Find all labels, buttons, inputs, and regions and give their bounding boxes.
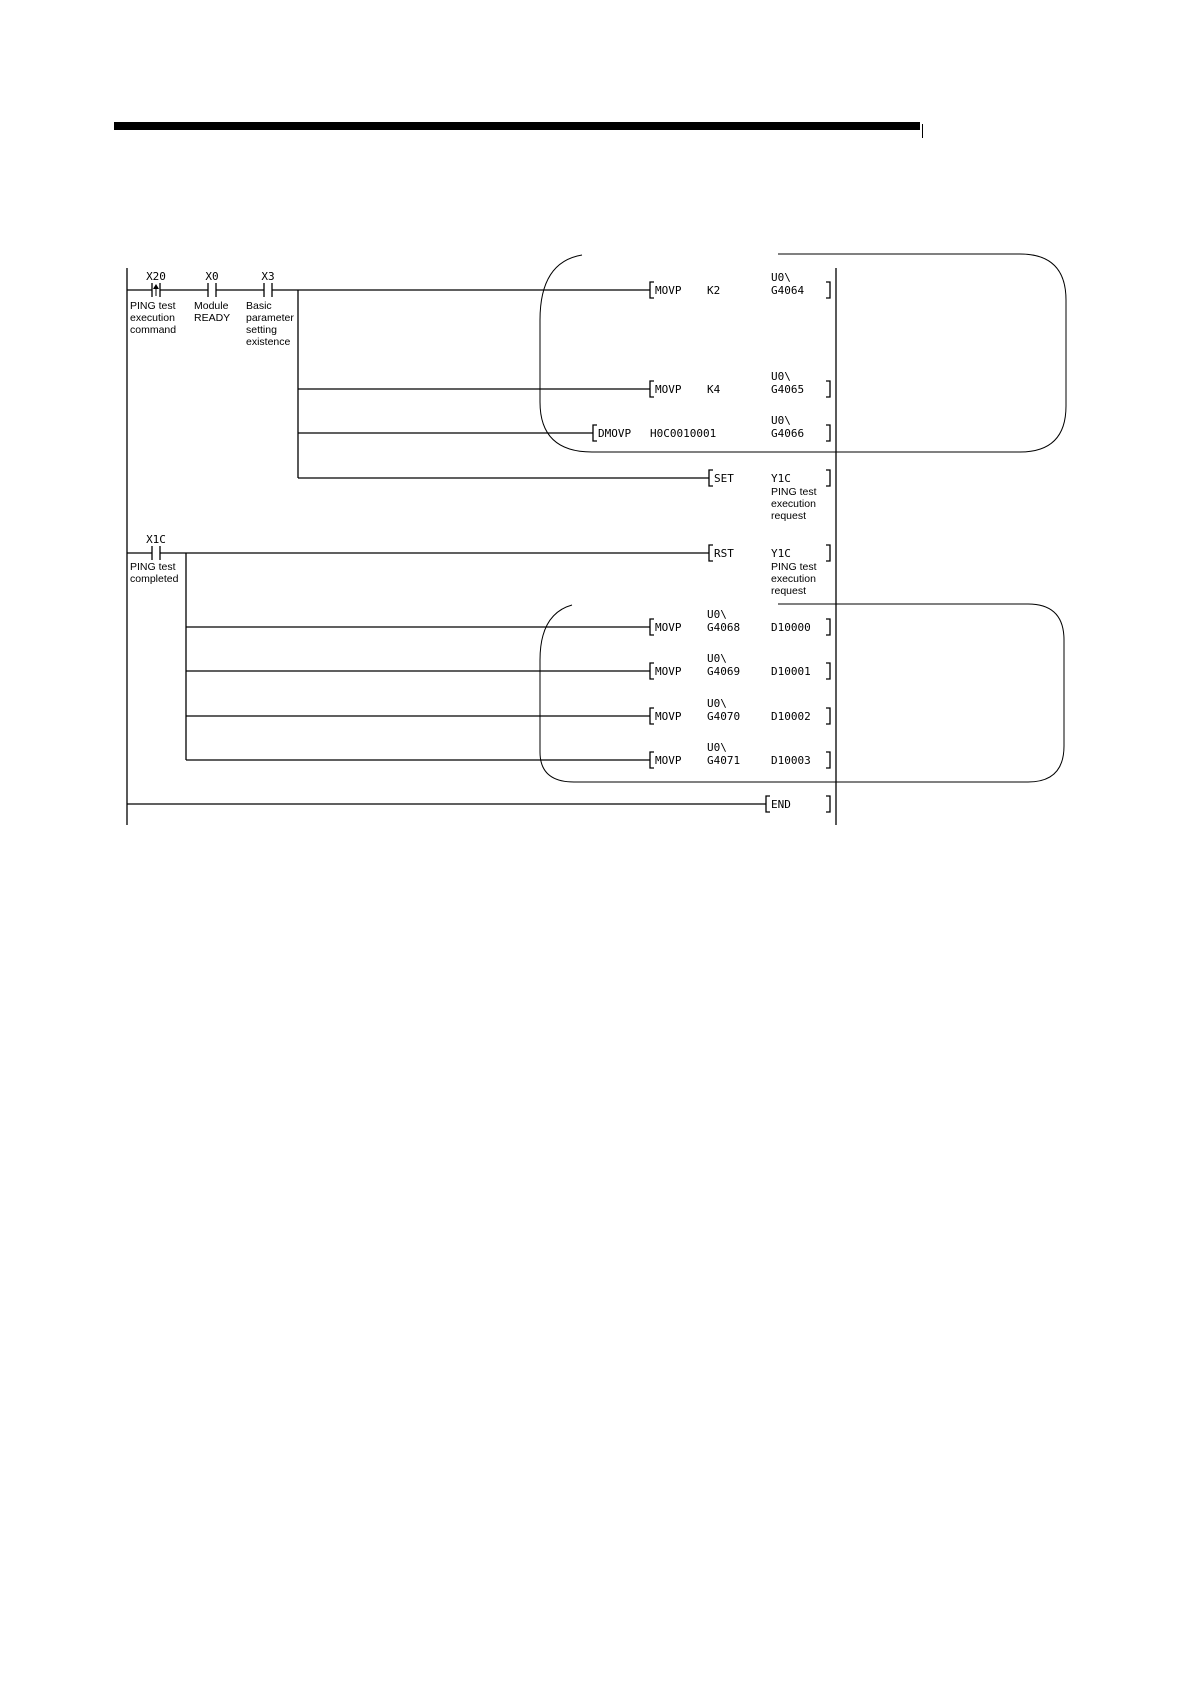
instr-6-src-1: U0\ [707,652,727,665]
instr-7-dst: D10002 [771,710,811,723]
instr-0-dst-1: U0\ [771,271,791,284]
instr-1-dst-1: U0\ [771,370,791,383]
instr-6-dst: D10001 [771,665,811,678]
instr-7-op: MOVP [655,710,682,723]
contact-x3: X3 Basic parameter setting existence [216,270,298,348]
instr-7-src-2: G4070 [707,710,740,723]
instruction-movp-k4: MOVP K4 U0\ G4065 [649,370,831,398]
instruction-set-y1c: SET Y1C PING test execution request [708,469,831,522]
contact-x1c-comment-1: PING test [130,561,176,573]
instr-3-dst: Y1C [771,472,791,485]
instr-6-op: MOVP [655,665,682,678]
instr-5-op: MOVP [655,621,682,634]
instr-6-src-2: G4069 [707,665,740,678]
contact-x1c-comment-2: completed [130,573,179,585]
instruction-dmovp: DMOVP H0C0010001 U0\ G4066 [592,414,831,442]
contact-x3-comment-1: Basic [246,300,272,312]
instr-3-op: SET [714,472,734,485]
instr-5-src-2: G4068 [707,621,740,634]
contact-x1c: X1C PING test completed [127,533,186,585]
instr-9-op: END [771,798,791,811]
instruction-end: END [765,795,831,813]
contact-x0: X0 Module READY [160,270,230,324]
instr-0-dst-2: G4064 [771,284,804,297]
header-rule [114,122,920,130]
instruction-movp-g4069: MOVP U0\ G4069 D10001 [649,652,831,680]
contact-x3-comment-2: parameter [246,312,294,324]
contact-x3-comment-4: existence [246,336,291,348]
instr-4-comment-1: PING test [771,561,817,573]
instr-5-src-1: U0\ [707,608,727,621]
instruction-movp-g4070: MOVP U0\ G4070 D10002 [649,697,831,725]
instr-1-dst-2: G4065 [771,383,804,396]
instr-4-comment-2: execution [771,573,816,585]
contact-x0-comment-1: Module [194,300,229,312]
header-tick [922,124,923,138]
contact-x3-comment-3: setting [246,324,277,336]
instruction-movp-g4071: MOVP U0\ G4071 D10003 [649,741,831,769]
instr-3-comment-2: execution [771,498,816,510]
instr-2-op: DMOVP [598,427,631,440]
contact-x0-comment-2: READY [194,312,230,324]
instr-4-dst: Y1C [771,547,791,560]
instruction-movp-g4068: MOVP U0\ G4068 D10000 [649,608,831,636]
instr-7-src-1: U0\ [707,697,727,710]
instr-4-comment-3: request [771,585,806,597]
instr-8-dst: D10003 [771,754,811,767]
contact-x20-comment-1: PING test [130,300,176,312]
contact-x20-comment-2: execution [130,312,175,324]
instr-4-op: RST [714,547,734,560]
instr-0-op: MOVP [655,284,682,297]
instr-2-dst-2: G4066 [771,427,804,440]
instr-8-src-2: G4071 [707,754,740,767]
instruction-movp-k2: MOVP K2 U0\ G4064 [649,271,831,299]
instr-3-comment-3: request [771,510,806,522]
instr-2-src: H0C0010001 [650,427,716,440]
instr-5-dst: D10000 [771,621,811,634]
instr-1-src: K4 [707,383,721,396]
contact-x20: X20 PING test execution command [127,270,176,336]
contact-x3-device: X3 [261,270,274,283]
instr-3-comment-1: PING test [771,486,817,498]
highlight-outline-1 [539,253,1067,453]
contact-x20-device: X20 [146,270,166,283]
instruction-rst-y1c: RST Y1C PING test execution request [708,544,831,597]
instr-2-dst-1: U0\ [771,414,791,427]
highlight-outline-2 [539,603,1065,783]
contact-x20-comment-3: command [130,324,176,336]
contact-x0-device: X0 [205,270,218,283]
instr-0-src: K2 [707,284,720,297]
instr-1-op: MOVP [655,383,682,396]
instr-8-op: MOVP [655,754,682,767]
contact-x1c-device: X1C [146,533,166,546]
instr-8-src-1: U0\ [707,741,727,754]
